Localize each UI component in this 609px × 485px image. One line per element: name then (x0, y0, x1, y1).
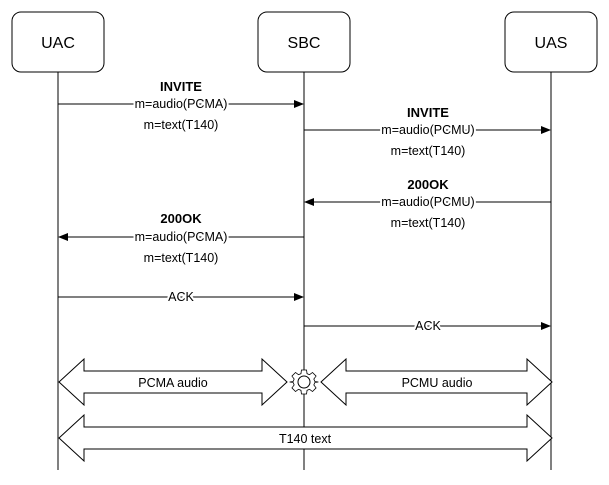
msg-title: 200OK (160, 211, 202, 226)
participant-uas-label: UAS (535, 35, 568, 52)
message-ack-uac-sbc: ACK (58, 288, 304, 306)
participant-uac: UAC (11, 11, 105, 73)
gear-icon (289, 369, 319, 395)
msg-sdp-audio: m=audio(PCMU) (381, 195, 474, 209)
msg-sdp-audio: m=audio(PCMA) (135, 230, 228, 244)
stream-pcmu-label: PCMU audio (402, 376, 473, 390)
stream-pcmu-audio: PCMU audio (320, 357, 553, 407)
stream-t140-text: T140 text (58, 413, 553, 463)
msg-sdp-text: m=text(T140) (391, 144, 466, 158)
message-200ok-sbc-uac: 200OK m=audio(PCMA) m=text(T140) (58, 211, 304, 265)
message-ack-sbc-uas: ACK (304, 317, 551, 335)
stream-t140-label: T140 text (279, 432, 332, 446)
message-invite-sbc-uas: INVITE m=audio(PCMU) m=text(T140) (304, 105, 551, 158)
msg-sdp-text: m=text(T140) (391, 216, 466, 230)
msg-title: 200OK (407, 177, 449, 192)
msg-sdp-audio: m=audio(PCMU) (381, 123, 474, 137)
msg-sdp-audio: m=audio(PCMA) (135, 97, 228, 111)
msg-sdp-text: m=text(T140) (144, 118, 219, 132)
double-arrow-t140 (58, 413, 553, 463)
participant-uac-label: UAC (41, 35, 75, 52)
double-arrow-pcma (58, 357, 288, 407)
double-arrow-pcmu (320, 357, 553, 407)
stream-pcma-audio: PCMA audio (58, 357, 288, 407)
message-invite-uac-sbc: INVITE m=audio(PCMA) m=text(T140) (58, 79, 304, 132)
msg-title: INVITE (160, 79, 202, 94)
msg-title: ACK (168, 290, 194, 304)
message-200ok-uas-sbc: 200OK m=audio(PCMU) m=text(T140) (304, 177, 551, 230)
participant-sbc: SBC (257, 11, 351, 73)
msg-title: ACK (415, 319, 441, 333)
msg-title: INVITE (407, 105, 449, 120)
participant-sbc-label: SBC (288, 35, 321, 52)
participant-uas: UAS (504, 11, 598, 73)
msg-sdp-text: m=text(T140) (144, 251, 219, 265)
stream-pcma-label: PCMA audio (138, 376, 208, 390)
